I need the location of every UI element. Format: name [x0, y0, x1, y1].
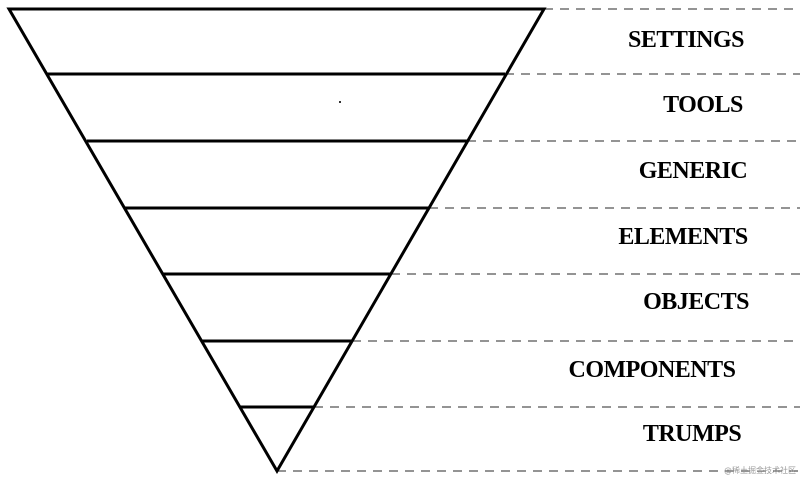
layer-label-trumps: TRUMPS [643, 421, 741, 447]
layer-label-objects: OBJECTS [643, 289, 749, 315]
layer-label-elements: ELEMENTS [618, 224, 748, 250]
stray-dot [339, 101, 341, 103]
layer-label-settings: SETTINGS [628, 27, 744, 53]
dashed-guides [277, 8, 800, 472]
inverted-triangle [6, 7, 547, 474]
layer-dividers [47, 72, 505, 409]
layer-labels: SETTINGS TOOLS GENERIC ELEMENTS OBJECTS … [568, 27, 749, 447]
watermark: @稀土掘金技术社区 [724, 465, 796, 475]
layer-label-generic: GENERIC [639, 158, 748, 184]
layer-label-components: COMPONENTS [568, 357, 735, 383]
layer-label-tools: TOOLS [663, 92, 743, 118]
